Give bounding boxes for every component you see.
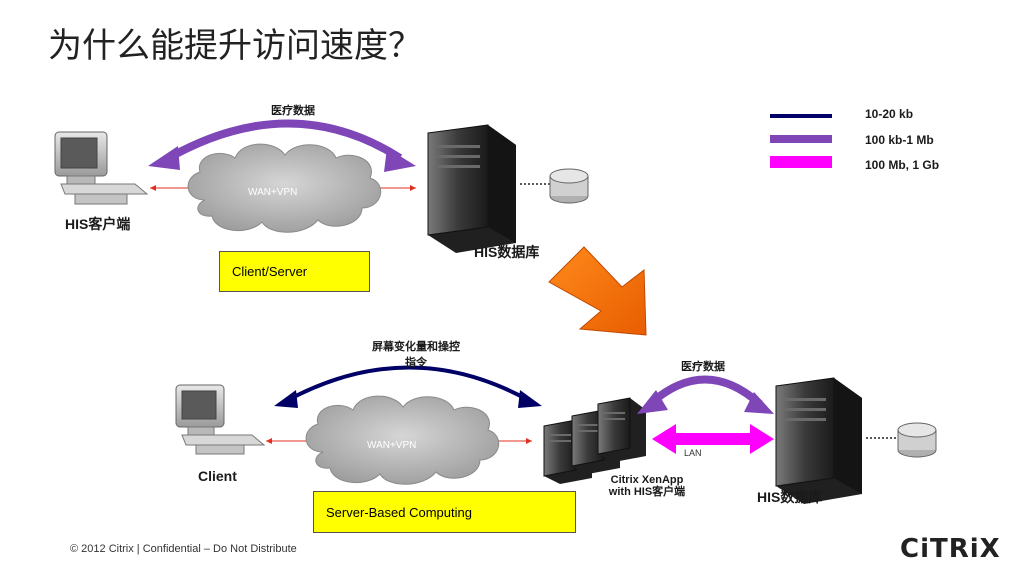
wan-cloud-icon: [187, 143, 382, 233]
client-server-box: Client/Server: [219, 251, 370, 292]
database-server-icon: [775, 377, 862, 504]
bottom-screen-arrow: [274, 365, 542, 408]
legend-label-2: 100 kb-1 Mb: [865, 133, 934, 147]
client-computer-icon: [54, 131, 149, 205]
transition-arrow-icon: [548, 246, 647, 336]
bottom-arrow-label-line2: 指令: [405, 357, 427, 369]
client-server-label: Client/Server: [232, 264, 308, 279]
bottom-cloud-label: WAN+VPN: [367, 440, 417, 451]
legend-swatch-1: [770, 114, 832, 118]
lan-label: LAN: [684, 448, 702, 458]
server-based-computing-label: Server-Based Computing: [326, 504, 472, 520]
top-cloud-label: WAN+VPN: [248, 187, 298, 198]
bottom-arrow-label: 屏幕变化量和操控 指令: [360, 338, 472, 370]
xenapp-label-line2: with HIS客户端: [608, 486, 686, 498]
bottom-client-label: Client: [198, 468, 237, 484]
server-based-computing-box: Server-Based Computing: [313, 491, 576, 533]
right-data-arrow: [637, 375, 774, 414]
xenapp-label-line1: Citrix XenApp: [610, 474, 684, 486]
legend-label-1: 10-20 kb: [865, 107, 914, 121]
legend-swatch-2: [770, 135, 832, 143]
bottom-arrow-label-line1: 屏幕变化量和操控: [372, 341, 460, 353]
lan-arrow: [652, 424, 774, 454]
top-db-label: HIS数据库: [474, 244, 540, 260]
page-title: 为什么能提升访问速度？: [48, 26, 422, 66]
top-client-label: HIS客户端: [65, 216, 131, 232]
bottom-red-link-right: [497, 438, 532, 444]
citrix-logo: CiTRiX: [900, 534, 1001, 564]
bottom-red-link-left: [266, 438, 312, 444]
xenapp-label: Citrix XenApp with HIS客户端: [592, 474, 702, 498]
legend-label-3: 100 Mb, 1 Gb: [865, 158, 940, 172]
footer-copyright: © 2012 Citrix | Confidential – Do Not Di…: [70, 543, 297, 555]
wan-cloud-icon: [305, 395, 500, 485]
legend-swatch-3: [770, 156, 832, 168]
bottom-db-label: HIS数据库: [757, 489, 823, 505]
database-server-icon: [427, 124, 516, 253]
right-arrow-label: 医疗数据: [681, 361, 725, 373]
storage-disk-icon: [866, 422, 937, 458]
top-arrow-label: 医疗数据: [271, 105, 315, 117]
top-data-arrow: [148, 119, 416, 172]
client-computer-icon: [175, 384, 266, 455]
storage-disk-icon: [520, 168, 589, 204]
top-red-link-right: [375, 185, 416, 191]
xenapp-server-farm-icon: [543, 397, 646, 484]
